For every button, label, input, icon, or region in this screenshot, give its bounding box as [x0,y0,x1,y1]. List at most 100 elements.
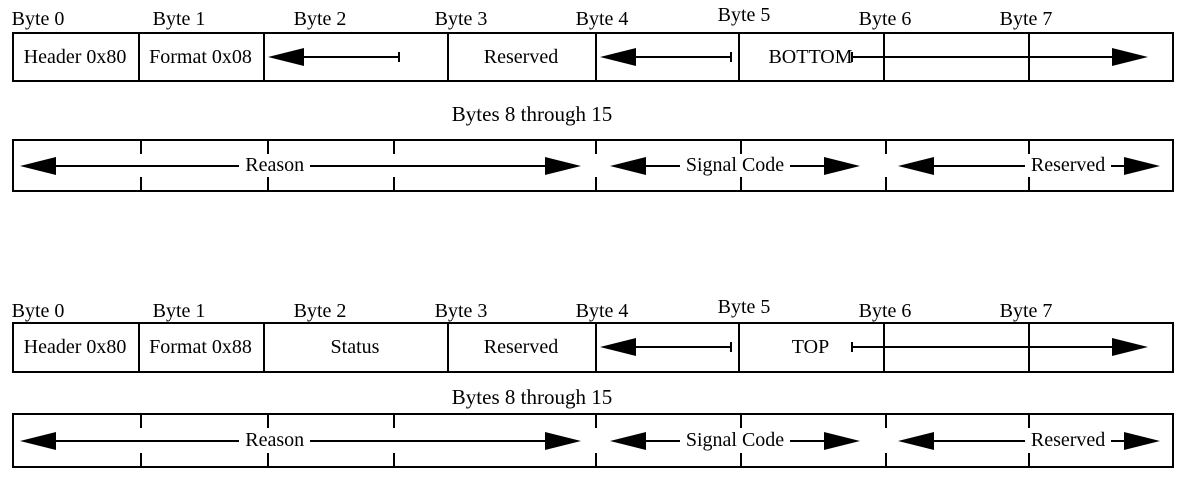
arrow-line [56,439,240,442]
reserved-field-label: Reserved [1030,154,1106,176]
arrow-line [1111,439,1124,442]
format-cell: Format 0x88 [149,336,252,358]
right-arrow-icon [824,156,860,175]
arrow-end-tick [730,52,732,62]
cell-divider-line [595,324,597,371]
left-arrow-icon [268,48,304,66]
reserved-field: Reserved [898,139,1160,192]
right-arrow-icon [1112,338,1148,356]
arrow-line [632,56,732,58]
byte-label: Byte 3 [434,8,488,30]
byte-label: Byte 0 [11,300,65,322]
arrow-line [851,56,1112,58]
byte-label: Byte 2 [293,300,347,322]
byte-boundary-tick [595,177,597,190]
reserved-cell: Reserved [483,45,559,68]
bottom-cell: BOTTOM [768,45,853,68]
cell-divider-line [263,324,265,371]
left-arrow-icon [610,156,646,175]
cell-divider-line [138,324,140,371]
bytes-8-15-caption: Bytes 8 through 15 [451,385,613,409]
byte-label: Byte 2 [293,8,347,30]
byte-label: Byte 6 [858,300,912,322]
right-arrow-icon [824,431,860,450]
reserved-cell: Reserved [483,336,559,358]
cell-divider-line [738,324,740,371]
arrow-line [934,439,1025,442]
byte-boundary-tick [1028,453,1030,466]
left-arrow-icon [20,156,56,175]
byte-label: Byte 1 [152,8,206,30]
reserved-field: Reserved [898,413,1160,468]
reason-field-label: Reason [245,154,305,176]
byte-boundary-tick [393,453,395,466]
byte-boundary-tick [1028,141,1030,154]
byte-label: Byte 4 [575,300,629,322]
left-arrow-icon [20,431,56,450]
byte-boundary-tick [140,177,142,190]
arrow-end-tick [398,52,400,62]
byte-label: Byte 7 [999,300,1053,322]
cell-divider-line [138,34,140,80]
arrow-line [851,346,1112,348]
byte-boundary-tick [1028,415,1030,428]
reason-field: Reason [20,413,581,468]
reason-field-label: Reason [245,429,305,451]
byte-boundary-tick [140,141,142,154]
byte-label: Byte 0 [11,8,65,30]
left-arrow-icon [898,156,934,175]
byte-boundary-tick [885,141,887,154]
reserved-field-label: Reserved [1030,429,1106,451]
arrow-line [1111,164,1124,167]
cell-divider-line [263,34,265,80]
right-arrow-icon [1124,431,1160,450]
byte-boundary-tick [267,141,269,154]
right-arrow-icon [1112,48,1148,66]
byte-boundary-tick [140,415,142,428]
byte-boundary-tick [595,415,597,428]
byte-boundary-tick [1028,177,1030,190]
reason-field: Reason [20,139,581,192]
byte-boundary-tick [740,177,742,190]
arrow-line [934,164,1025,167]
signal-code-field: Signal Code [610,413,860,468]
signal-code-field-label: Signal Code [685,154,785,176]
byte-label: Byte 5 [717,4,771,26]
arrow-line [646,439,680,442]
bytes-8-15-caption: Bytes 8 through 15 [451,102,613,126]
arrow-line [310,439,545,442]
byte-boundary-tick [393,177,395,190]
byte-boundary-tick [393,141,395,154]
byte-label: Byte 1 [152,300,206,322]
byte-boundary-tick [140,453,142,466]
byte-label: Byte 5 [717,296,771,318]
byte-boundary-tick [393,415,395,428]
cell-divider-line [447,324,449,371]
top-cell: TOP [791,336,830,358]
arrow-line [646,164,680,167]
byte-boundary-tick [740,141,742,154]
arrow-end-tick [730,342,732,352]
byte-label: Byte 3 [434,300,488,322]
cell-divider-line [595,34,597,80]
arrow-line [632,346,732,348]
signal-code-field: Signal Code [610,139,860,192]
arrow-line [56,164,240,167]
byte-label: Byte 7 [999,8,1053,30]
left-arrow-icon [600,338,636,356]
arrow-line [300,56,400,58]
header-cell: Header 0x80 [23,45,127,68]
byte-boundary-tick [267,415,269,428]
byte-boundary-tick [885,177,887,190]
byte-boundary-tick [740,453,742,466]
byte-boundary-tick [885,453,887,466]
signal-code-field-label: Signal Code [685,429,785,451]
cell-divider-line [738,34,740,80]
format-cell: Format 0x08 [149,45,252,68]
byte-boundary-tick [885,415,887,428]
left-arrow-icon [898,431,934,450]
left-arrow-icon [600,48,636,66]
right-arrow-icon [545,156,581,175]
header-cell: Header 0x80 [23,336,127,358]
